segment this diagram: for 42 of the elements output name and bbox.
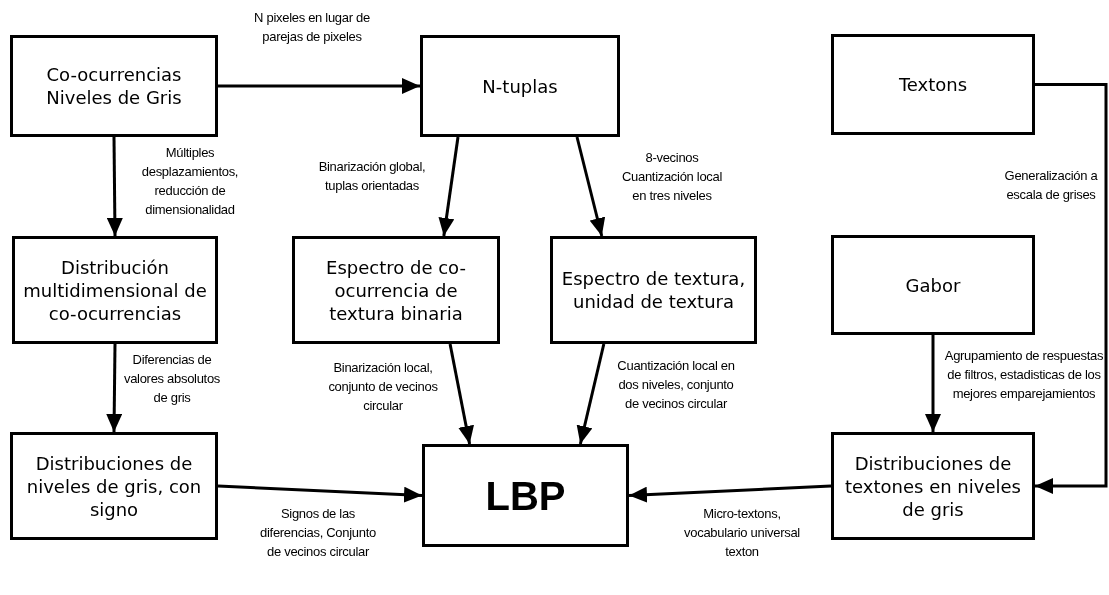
arrow: [217, 484, 423, 503]
edge-label: Generalización a escala de grises: [1003, 167, 1099, 204]
box-label: Distribución multidimensional de co-ocurrencias: [22, 255, 208, 325]
edge-label: 8-vecinos Cuantización local en tres niveles: [620, 149, 724, 205]
arrow: [448, 343, 474, 445]
process-box: [831, 235, 1035, 335]
edge-label: Signos de las diferencias, Conjunto de vecinos circular: [259, 505, 377, 561]
edge-label: Binarización global, tuplas orientadas: [317, 158, 427, 195]
arrow: [106, 344, 123, 432]
edge-label: Agrupamiento de respuestas de filtros, estadisticas de los mejores emparejamientos: [943, 347, 1105, 403]
arrow: [106, 137, 123, 236]
process-box: [831, 432, 1035, 540]
process-box: [10, 35, 218, 137]
edge-label: Múltiples desplazamientos, reducción de dimensionalidad: [140, 144, 240, 219]
process-box: [420, 35, 620, 137]
box-label: Distribuciones de textones en niveles de gris: [844, 451, 1022, 521]
edge-label: Micro-textons, vocabulario universal texton: [683, 505, 801, 561]
box-label: Espectro de co-ocurrencia de textura binaria: [325, 255, 467, 325]
box-label: Espectro de textura, unidad de textura: [560, 267, 747, 313]
box-label: Textons: [898, 73, 968, 96]
arrow: [576, 343, 606, 445]
arrow: [925, 335, 941, 432]
arrow: [628, 484, 832, 503]
edge-label: Binarización local, conjunto de vecinos circular: [327, 359, 439, 415]
box-label: LBP: [485, 475, 566, 516]
process-box: [831, 34, 1035, 135]
process-box: [10, 432, 218, 540]
edge-label: Diferencias de valores absolutos de gris: [122, 351, 222, 407]
process-box: [12, 236, 218, 344]
arrow: [438, 136, 460, 237]
process-box: [422, 444, 629, 547]
edge-label: Cuantización local en dos niveles, conjunto de vecinos circular: [617, 357, 735, 413]
process-box: [292, 236, 500, 344]
arrow: [575, 136, 606, 237]
arrow: [218, 78, 420, 94]
box-label: Gabor: [905, 273, 961, 297]
process-box: [550, 236, 757, 344]
box-label: Co-ocurrencias Niveles de Gris: [45, 63, 183, 109]
box-label: Distribuciones de niveles de gris, con signo: [25, 451, 203, 521]
arrow: [1035, 83, 1108, 494]
edge-label: N pixeles en lugar de parejas de pixeles: [253, 9, 371, 46]
box-label: N-tuplas: [482, 74, 558, 98]
